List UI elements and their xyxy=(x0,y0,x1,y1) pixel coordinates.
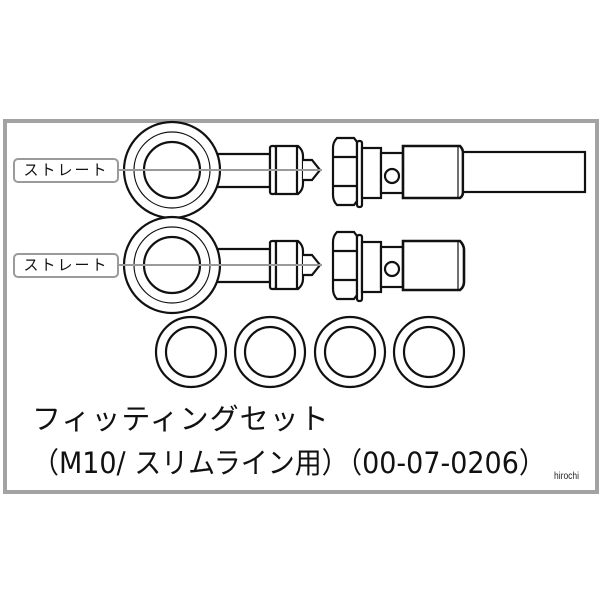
watermark: hirochi xyxy=(554,471,580,482)
sealing-washers xyxy=(154,315,466,389)
washer-4 xyxy=(392,315,466,389)
label-straight-2: ストレート xyxy=(13,253,119,278)
caption-part-number: （M10/ スリムライン用）（00-07-0206） xyxy=(32,446,546,480)
label-straight-1: ストレート xyxy=(13,158,119,183)
banjo-bolt-1 xyxy=(331,136,587,209)
washer-3 xyxy=(313,315,387,389)
caption-title: フィッティングセット xyxy=(32,402,330,436)
banjo-bolt-2 xyxy=(331,230,466,303)
washer-2 xyxy=(233,315,307,389)
washer-1 xyxy=(154,315,228,389)
